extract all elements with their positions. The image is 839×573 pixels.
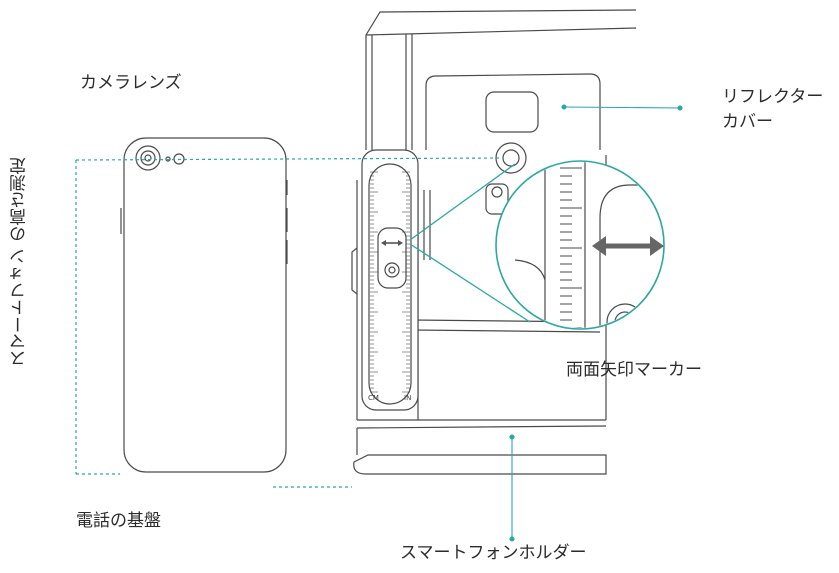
- small-double-arrow-icon: [381, 240, 403, 246]
- reflector-cover-label-line2: カバー: [722, 112, 773, 132]
- phone-holder-label: スマートフォンホルダー: [400, 543, 587, 563]
- ruler-ticks: [370, 171, 410, 393]
- reflector-cover-label-line1: リフレクター: [722, 87, 824, 107]
- callout-lines: [509, 104, 683, 542]
- camera-lens-label: カメラレンズ: [80, 73, 182, 93]
- phone-base-label: 電話の基盤: [76, 511, 161, 531]
- large-double-arrow-icon: [592, 236, 664, 256]
- double-arrow-marker-label: 両面矢印マーカー: [566, 360, 702, 380]
- ruler-slider: [361, 149, 419, 411]
- scale-in-label: IN: [404, 394, 411, 402]
- height-guides: [75, 157, 501, 488]
- scale-cm-label: CM: [368, 394, 379, 402]
- magnifier: [409, 160, 665, 330]
- height-measure-label: スマートフォン の高さ測定: [10, 158, 30, 368]
- smartphone: [120, 137, 288, 473]
